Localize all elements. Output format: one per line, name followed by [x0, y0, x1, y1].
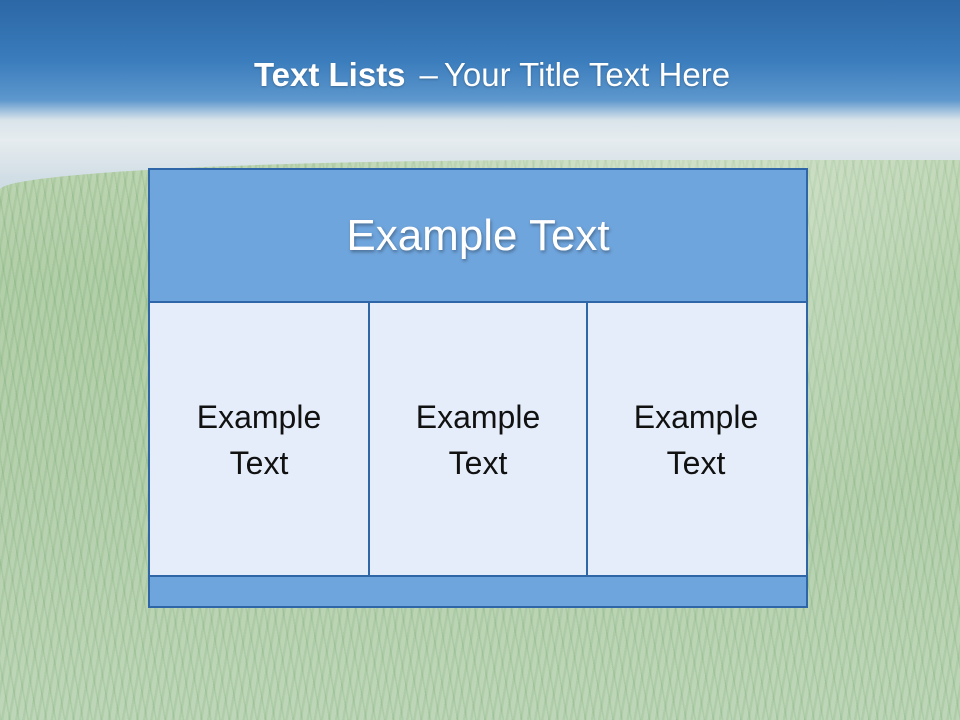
slide-title: Text Lists–Your Title Text Here: [0, 52, 960, 98]
table-cell-3: Example Text: [586, 303, 804, 577]
table-header-cell: Example Text: [150, 170, 806, 303]
slide-title-separator: –: [419, 56, 438, 93]
slide-title-text: Your Title Text Here: [443, 56, 731, 93]
table-cell-1-text: Example Text: [196, 399, 322, 481]
table-cell-1: Example Text: [150, 303, 368, 577]
table-cell-3-text: Example Text: [633, 399, 759, 481]
table-header-text: Example Text: [346, 210, 610, 260]
slide-title-bold: Text Lists: [253, 56, 406, 93]
table-columns: Example Text Example Text Example Text: [150, 303, 806, 577]
text-list-table: Example Text Example Text Example Text E…: [148, 168, 808, 608]
table-footer-bar: [150, 575, 806, 606]
table-cell-2: Example Text: [368, 303, 586, 577]
table-cell-2-text: Example Text: [415, 399, 541, 481]
